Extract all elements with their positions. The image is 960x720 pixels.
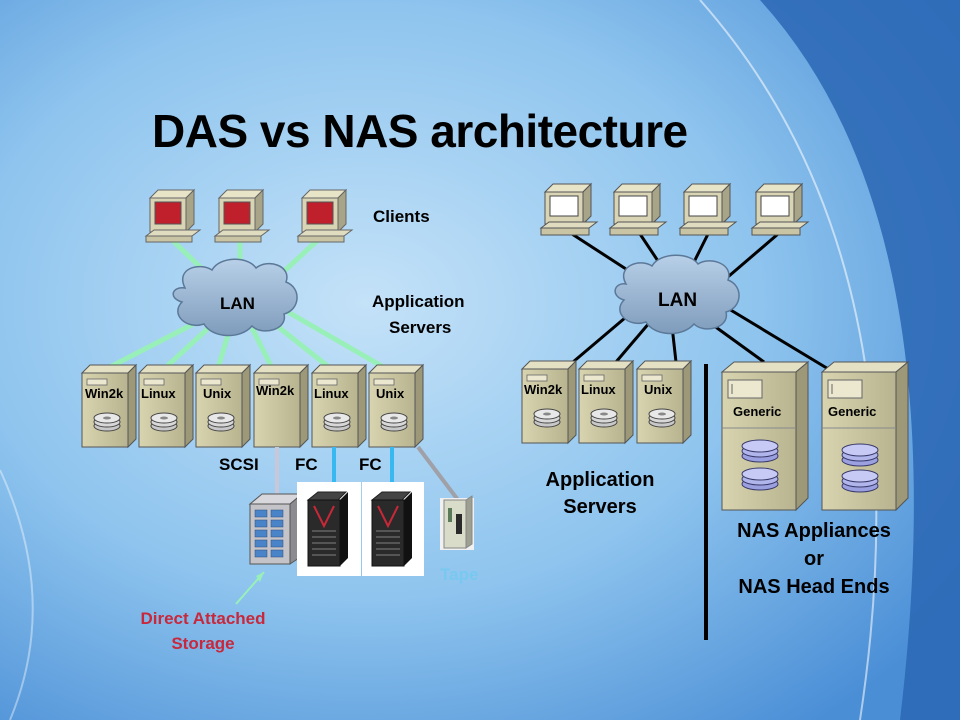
das-label-line-1: Direct Attached — [140, 609, 266, 628]
tape-link — [416, 445, 460, 502]
nas-server-3 — [636, 360, 692, 444]
das-app-servers-label-2: Servers — [389, 318, 452, 337]
nas-appliance-label-1: Generic — [733, 404, 782, 419]
nas-appliance-label-2: Generic — [828, 404, 877, 419]
nas-server-1 — [521, 360, 577, 444]
das-server-3 — [195, 364, 251, 448]
nas-server-label-1: Win2k — [524, 382, 563, 397]
das-server-label-3: Unix — [203, 386, 232, 401]
nas-lan-cloud — [614, 254, 740, 335]
fc-storage-2 — [362, 482, 424, 576]
nas-server-label-3: Unix — [644, 382, 673, 397]
das-server-label-6: Unix — [376, 386, 405, 401]
das-app-servers-label-1: Application — [372, 292, 465, 311]
nas-appliances-label-1: NAS Appliances — [737, 520, 891, 542]
nas-app-servers-label: Application Servers — [522, 467, 678, 521]
scsi-disk-array — [248, 492, 304, 565]
das-label-line-2: Storage — [171, 634, 235, 653]
das-arrow — [235, 571, 265, 605]
nas-appliance-2 — [820, 360, 910, 512]
das-server-links — [106, 309, 387, 371]
nas-server-2 — [578, 360, 634, 444]
nas-server-label-2: Linux — [581, 382, 616, 397]
nas-client-2 — [609, 183, 667, 236]
page-title: DAS vs NAS architecture — [152, 105, 688, 157]
das-server-label-5: Linux — [314, 386, 349, 401]
nas-client-3 — [679, 183, 737, 236]
das-client-2 — [214, 189, 270, 243]
das-server-4 — [253, 364, 309, 448]
nas-appliances-label-2: or — [804, 548, 824, 570]
das-server-label-4: Win2k — [256, 383, 295, 398]
nas-client-1 — [540, 183, 598, 236]
das-server-5 — [311, 364, 367, 448]
das-client-3 — [297, 189, 353, 243]
das-server-2 — [138, 364, 194, 448]
das-lan-label: LAN — [220, 294, 255, 313]
nas-appliances-label: NAS Appliances or NAS Head Ends — [712, 517, 916, 601]
background-curve-left — [0, 469, 34, 720]
scsi-label: SCSI — [219, 455, 259, 474]
nas-app-servers-label-2: Servers — [563, 496, 637, 518]
das-lan-cloud — [172, 258, 298, 337]
fc-label-1: FC — [295, 455, 318, 474]
das-server-1 — [81, 364, 137, 448]
fc-label-2: FC — [359, 455, 382, 474]
das-label: Direct Attached Storage — [112, 606, 294, 656]
fc-storage-1 — [297, 482, 361, 576]
nas-client-4 — [751, 183, 809, 236]
das-clients-label: Clients — [373, 207, 430, 226]
das-client-1 — [145, 189, 201, 243]
nas-server-links — [572, 304, 831, 372]
nas-lan-label: LAN — [658, 290, 698, 311]
nas-appliances-label-3: NAS Head Ends — [738, 576, 890, 598]
das-server-6 — [368, 364, 424, 448]
tape-unit — [440, 495, 474, 550]
das-server-label-1: Win2k — [85, 386, 124, 401]
nas-appliance-1 — [720, 360, 810, 512]
background-swoosh — [760, 0, 960, 720]
background-curve — [699, 0, 878, 720]
das-server-label-2: Linux — [141, 386, 176, 401]
nas-app-servers-label-1: Application — [545, 469, 655, 491]
tape-label: Tape — [440, 565, 479, 584]
